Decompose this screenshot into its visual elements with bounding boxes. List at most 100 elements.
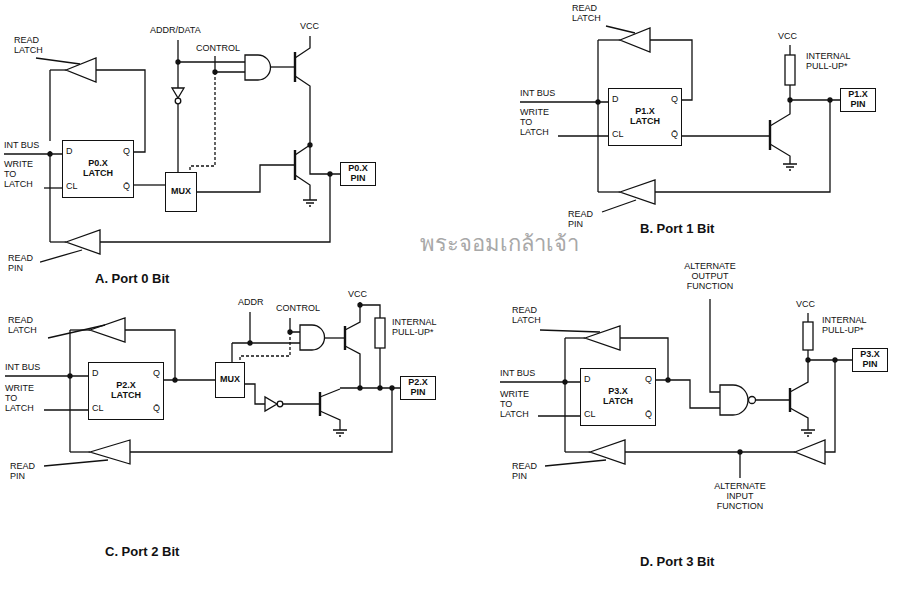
- junction-dot: [68, 374, 72, 378]
- transistor-symbol: [790, 360, 852, 392]
- signal-label: VCC: [796, 300, 820, 310]
- transistor-symbol: [769, 120, 771, 150]
- latch-terminal: D: [92, 369, 99, 379]
- mux-box: MUX: [165, 172, 197, 212]
- bus-wire: [565, 337, 585, 338]
- bus-wire: [558, 135, 608, 136]
- bus-wire: [500, 381, 580, 382]
- junction-dot: [328, 172, 332, 176]
- junction-dot: [806, 358, 810, 362]
- signal-label: ALTERNATE INPUT FUNCTION: [707, 482, 773, 512]
- signal-label: WRITE TO LATCH: [520, 108, 556, 138]
- buffer-symbol: [585, 326, 620, 350]
- pin-label: P3.X PIN: [860, 350, 880, 370]
- latch-terminal: CL: [584, 410, 596, 420]
- control-wire: [625, 451, 795, 452]
- junction-dot: [48, 152, 52, 156]
- signal-label: WRITE TO LATCH: [5, 384, 41, 414]
- control-wire: [325, 337, 345, 338]
- bus-wire: [44, 187, 62, 188]
- bus-wire: [564, 338, 565, 452]
- bus-wire: [520, 101, 608, 102]
- latch-box: DP2.X LATCHQCLQ̄: [88, 362, 164, 420]
- figure-caption: A. Port 0 Bit: [95, 272, 169, 286]
- pull-up-resistor: [807, 313, 808, 322]
- signal-label: VCC: [300, 22, 324, 32]
- control-wire: [197, 165, 295, 192]
- transistor-symbol: [295, 175, 310, 200]
- pin-label: P2.X PIN: [408, 378, 428, 398]
- transistor-symbol: [320, 389, 340, 397]
- latch-box: DP3.X LATCHQCLQ̄: [580, 368, 656, 426]
- inverter-symbol: [265, 397, 277, 411]
- bus-wire: [48, 325, 105, 338]
- bus-wire: [130, 388, 392, 452]
- pin-label: P0.X PIN: [348, 164, 368, 184]
- bus-wire: [44, 460, 108, 466]
- and-gate: [245, 55, 270, 80]
- latch-terminal: D: [66, 147, 73, 157]
- control-wire: [249, 312, 250, 343]
- and-gate: [300, 325, 325, 350]
- bus-wire: [538, 415, 580, 416]
- latch-name: P2.X LATCH: [104, 381, 148, 401]
- bus-wire: [597, 40, 598, 192]
- signal-label: INT BUS: [4, 141, 54, 151]
- junction-dot: [390, 386, 394, 390]
- control-wire: [178, 40, 295, 192]
- signal-label: READ LATCH: [512, 306, 552, 326]
- bus-wire: [4, 58, 330, 262]
- transistor-symbol: [295, 145, 310, 155]
- junction-dot: [666, 378, 670, 382]
- inverter-symbol: [172, 88, 184, 104]
- watermark-text: พระจอมเกล้าเจ้า: [420, 232, 579, 256]
- signal-label: VCC: [348, 290, 372, 300]
- inverter-symbol: [175, 98, 181, 104]
- latch-box: DP1.X LATCHQCLQ̄: [608, 88, 682, 146]
- buffer-symbol: [620, 28, 650, 52]
- latch-terminal: Q̄: [123, 182, 130, 192]
- bus-wire: [36, 58, 80, 64]
- transistor-symbol: [801, 430, 815, 436]
- latch-name: P3.X LATCH: [596, 387, 640, 407]
- signal-label: INT BUS: [500, 369, 550, 379]
- control-wire: [283, 403, 320, 404]
- nand-gate: [749, 397, 756, 404]
- buffer-symbol: [90, 318, 125, 342]
- latch-terminal: CL: [92, 404, 104, 414]
- signal-label: ADDR/DATA: [150, 26, 214, 36]
- signal-label: READ LATCH: [572, 4, 612, 24]
- inverter-symbol: [277, 401, 283, 407]
- control-wire: [825, 360, 835, 452]
- pin-box: P3.X PIN: [852, 348, 888, 372]
- connector-wire: [134, 184, 165, 185]
- and-gate: [245, 55, 270, 80]
- control-wire: [245, 384, 265, 404]
- junction-dot: [596, 100, 600, 104]
- control-wire: [739, 452, 740, 478]
- bus-wire: [69, 330, 70, 452]
- mux-box: MUX: [215, 362, 245, 398]
- control-wire: [231, 343, 232, 362]
- bus-wire: [70, 451, 90, 452]
- signal-label: READ LATCH: [8, 316, 48, 336]
- pin-box: P1.X PIN: [840, 88, 876, 112]
- latch-terminal: Q̄: [671, 130, 678, 140]
- buffer-symbol: [66, 58, 96, 82]
- transistor-symbol: [770, 144, 790, 164]
- junction-dot: [788, 98, 792, 102]
- signal-label: WRITE TO LATCH: [4, 160, 40, 190]
- bus-wire: [602, 200, 636, 212]
- pull-up-resistor: [785, 45, 795, 100]
- signal-label: CONTROL: [196, 44, 240, 54]
- control-wire: [232, 312, 345, 404]
- mux-label: MUX: [171, 187, 191, 197]
- figure-caption: B. Port 1 Bit: [640, 222, 714, 236]
- control-wire: [178, 61, 245, 62]
- control-wire: [215, 56, 245, 72]
- signal-label: INTERNAL PULL-UP*: [806, 52, 868, 72]
- pull-up-resistor: [789, 45, 790, 55]
- latch-terminal: D: [612, 95, 619, 105]
- bus-wire: [565, 451, 590, 452]
